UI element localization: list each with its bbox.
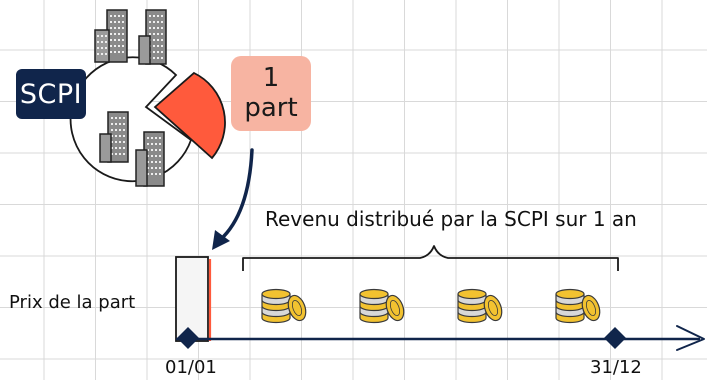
scpi-badge: SCPI [16,69,86,119]
coin-stack-icon [359,288,408,324]
pie-slice-part [153,71,226,160]
scpi-badge-label: SCPI [19,78,83,110]
coin-stack-icon [261,288,310,324]
one-part-badge-number: 1 [262,62,280,93]
building-icon [138,9,167,65]
one-part-badge-word: part [244,92,298,123]
building-icon [99,111,129,163]
start-date-marker [177,327,199,349]
end-date-marker [604,327,626,349]
coin-stack-icon [457,288,506,324]
end-date-label: 31/12 [590,357,642,378]
one-part-badge: 1 part [231,56,311,131]
coin-stack-icon [555,288,604,324]
revenue-brace [242,245,619,271]
building-icon [94,9,128,63]
start-date-label: 01/01 [165,357,217,378]
share-price-label: Prix de la part [9,292,136,313]
share-price-bar [175,256,209,342]
revenue-label: Revenu distribué par la SCPI sur 1 an [265,207,637,231]
arrow-part-to-timeline [212,148,254,250]
building-icon [135,131,165,187]
